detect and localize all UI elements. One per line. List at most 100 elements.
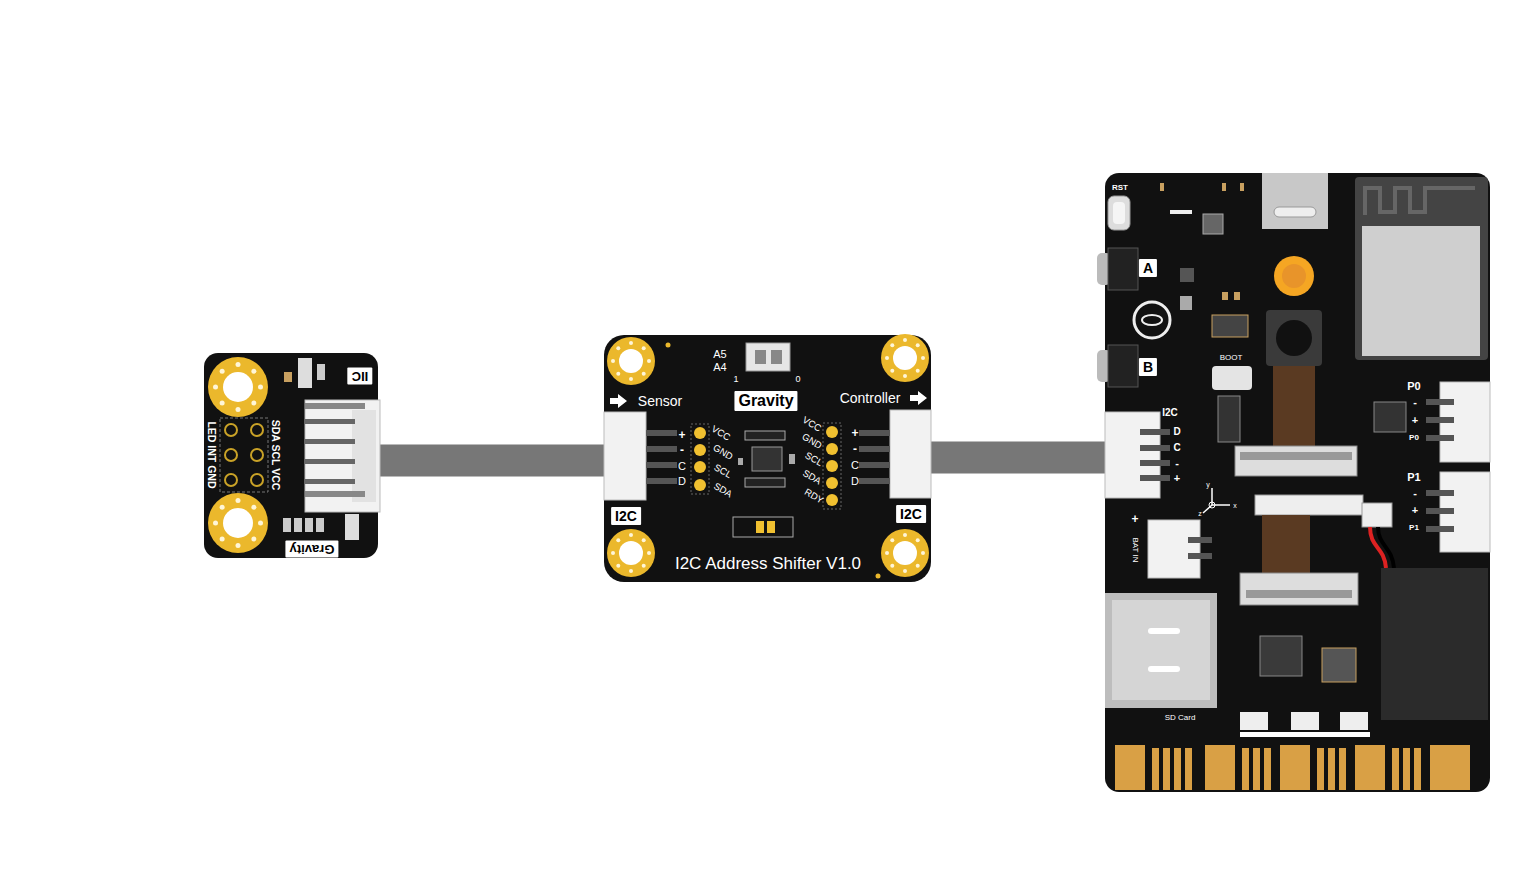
smd-part [1222, 183, 1226, 191]
cable [931, 442, 1105, 474]
edge-connector [1185, 748, 1192, 790]
connector-pin [859, 462, 890, 468]
connector-pin [1140, 475, 1170, 481]
connector-pin [1140, 460, 1170, 466]
smd-part [317, 364, 325, 380]
light-sensor [1274, 256, 1314, 296]
silkscreen-label: Sensor [638, 394, 682, 408]
connector-pin [859, 478, 890, 484]
silkscreen-label: BOOT [1220, 354, 1243, 362]
silkscreen-label: P1 [1407, 472, 1420, 483]
silkscreen-label: P0 [1409, 434, 1419, 442]
connector-tab [305, 403, 365, 409]
fpc-connector [1240, 573, 1358, 605]
smd-part [283, 518, 291, 532]
smd-chip [298, 358, 312, 388]
mounting-hole [881, 529, 929, 577]
connector-pin [1426, 508, 1454, 514]
dip-switch [771, 350, 782, 364]
connector-pin [859, 446, 890, 452]
silkscreen-label: SCL [713, 462, 734, 479]
silkscreen-label: + [1131, 513, 1138, 525]
direction-arrow [610, 394, 627, 408]
edge-connector [1355, 745, 1385, 790]
header-pad [225, 474, 237, 486]
connector-tab [305, 491, 365, 497]
header-pad [251, 449, 263, 461]
battery [1381, 568, 1488, 720]
silkscreen-label: C [678, 461, 686, 472]
connector-pin [305, 439, 355, 444]
edge-connector [1205, 745, 1235, 790]
edge-connector [1242, 748, 1249, 790]
fiducial [666, 343, 671, 348]
edge-connector [1115, 745, 1145, 790]
sd-card-slot [1112, 600, 1210, 700]
sensor-board [204, 353, 380, 558]
axis-mark [1203, 505, 1212, 513]
connector-pin [646, 478, 677, 484]
rgb-led [1240, 712, 1268, 730]
silkscreen-label: I2C [1162, 408, 1178, 418]
ic-chip [1374, 402, 1406, 432]
address-shifter-board: A5A410SensorControllerGravity+-CDVCCGNDS… [604, 335, 931, 582]
silkscreen-label: SDA [801, 468, 823, 486]
silkscreen-label: GND [800, 432, 823, 451]
sd-card-slot [1148, 628, 1180, 634]
edge-connector [1115, 745, 1470, 790]
board-body [604, 335, 931, 582]
ic-chip [1322, 648, 1356, 682]
ic-chip [752, 447, 782, 471]
usb-c-port [1262, 173, 1328, 229]
silkscreen-label: Controller [840, 391, 901, 405]
mounting-hole [208, 493, 268, 553]
edge-connector [1280, 745, 1310, 790]
silkscreen-label: VCC [710, 424, 732, 442]
antenna-trace [1365, 188, 1475, 215]
smd-part [1180, 296, 1192, 310]
silkscreen-label: D [678, 476, 686, 487]
header-pad [694, 461, 706, 473]
jumper-pad [756, 521, 764, 533]
board-body [1105, 173, 1490, 792]
light-sensor [1282, 264, 1306, 288]
edge-connector [1253, 748, 1260, 790]
rgb-led [1291, 712, 1319, 730]
usb-c-port [1274, 207, 1316, 217]
push-button [1108, 248, 1138, 290]
smd-part [1160, 183, 1164, 191]
edge-connector [1403, 748, 1410, 790]
jumper-pad [767, 521, 775, 533]
edge-connector [1392, 748, 1399, 790]
header-outline [220, 418, 268, 492]
silkscreen-label: D [851, 476, 859, 487]
silkscreen-label: C [1173, 443, 1180, 453]
silkscreen-label: - [1175, 458, 1179, 469]
header-pad [225, 424, 237, 436]
edge-connector [1174, 748, 1181, 790]
shifter-board [604, 334, 931, 582]
connector-pin [1426, 526, 1454, 532]
push-button [1108, 345, 1138, 387]
silkscreen-label: RDY [803, 487, 825, 505]
axis-mark [1209, 502, 1215, 508]
controller-board: RSTABBOOTI2CDC-+P0-+P0P1-+P1+BAT INSD Ca… [1105, 173, 1490, 792]
sensor-board: IICSDA SCL VCCLED INT GNDGravity [204, 353, 380, 558]
edge-connector [1430, 745, 1470, 790]
wifi-module [1362, 226, 1480, 356]
fpc-connector [1240, 452, 1352, 460]
silkscreen-label: D [1173, 427, 1180, 437]
direction-arrow [910, 391, 927, 405]
connector-pin [646, 430, 677, 436]
silkscreen-label: + [1174, 473, 1180, 484]
edge-connector [1328, 748, 1335, 790]
silkscreen-label: - [853, 443, 857, 455]
connector-housing [352, 410, 376, 502]
sd-card-slot [1105, 593, 1217, 708]
smd-part [789, 454, 795, 464]
mounting-hole [607, 337, 655, 385]
edge-connector [1163, 748, 1170, 790]
silkscreen-label: + [851, 427, 858, 439]
edge-connector [1414, 748, 1421, 790]
boot-button [1212, 366, 1252, 390]
